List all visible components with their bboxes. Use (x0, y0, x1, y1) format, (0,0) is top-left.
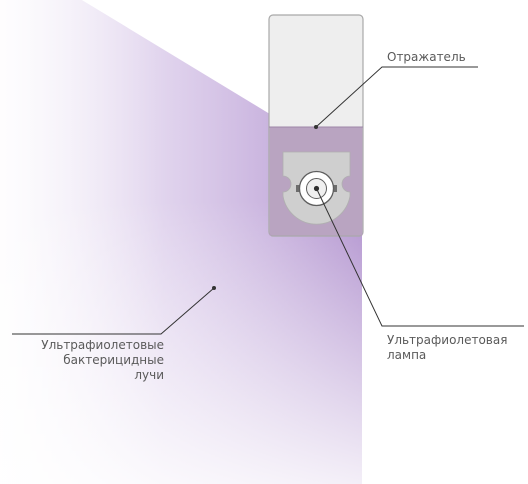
leader-reflector (314, 66, 478, 129)
lamp-socket-right (332, 185, 337, 192)
label-lamp: Ультрафиолетовая лампа (387, 333, 507, 363)
label-rays-line-3: лучи (134, 368, 164, 382)
label-rays-line-2: бактерицидные (63, 353, 164, 367)
leader-rays (12, 286, 216, 335)
leader-lamp (316, 188, 524, 327)
label-rays-line-1: Ультрафиолетовые (41, 338, 164, 352)
label-reflector: Отражатель (387, 50, 466, 65)
label-lamp-line-2: лампа (387, 348, 427, 362)
label-reflector-text: Отражатель (387, 50, 466, 64)
lamp-socket-left (296, 185, 301, 192)
label-lamp-line-1: Ультрафиолетовая (387, 333, 508, 347)
label-rays: Ультрафиолетовые бактерицидные лучи (41, 338, 164, 383)
